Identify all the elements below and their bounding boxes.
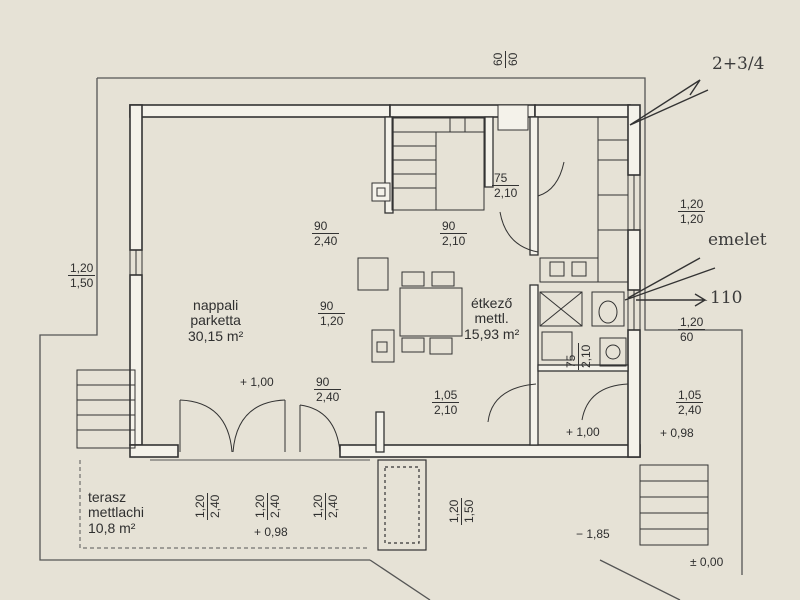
- dim-top: 1,20: [311, 492, 326, 520]
- dim-top: 1,05: [432, 388, 460, 403]
- dim-bottom: 1,50: [462, 499, 476, 523]
- stair-shaft-dim: 60 60: [491, 50, 520, 68]
- east-door-dim: 1,05 2,40: [676, 388, 704, 417]
- front-window-1-dim: 1,20 2,40: [193, 492, 222, 520]
- dim-bottom: 2,40: [316, 390, 340, 404]
- level-garden: − 1,85: [576, 527, 610, 541]
- dim-bottom: 60: [506, 52, 520, 66]
- kitchen-counters: [539, 116, 629, 283]
- bath-window-dim: 1,20 60: [678, 315, 706, 344]
- dim-bottom: 2,10: [442, 234, 466, 248]
- dim-top: 1,20: [193, 492, 208, 520]
- level-terrace: + 0,98: [254, 525, 288, 539]
- dim-top: 90: [318, 300, 346, 314]
- dim-top: 1,05: [676, 388, 704, 403]
- living-room-floor: parketta: [190, 312, 241, 329]
- level-east: + 0,98: [660, 426, 694, 440]
- dining-door-dim: 1,05 2,10: [432, 388, 460, 417]
- dim-top: 1,20: [678, 197, 706, 212]
- front-window-3-dim: 1,20 2,40: [311, 492, 340, 520]
- level-ground: ± 0,00: [690, 555, 724, 569]
- level-entry: + 1,00: [566, 425, 600, 439]
- terrace-label: terasz mettlachi 10,8 m²: [88, 489, 145, 536]
- note-right-mid: emelet: [708, 230, 767, 250]
- dim-top: 1,20: [253, 492, 268, 520]
- living-room-label: nappali parketta 30,15 m²: [188, 297, 244, 344]
- west-steps: [76, 369, 136, 449]
- level-living: + 1,00: [240, 375, 274, 389]
- terrace-area: 10,8 m²: [88, 519, 136, 536]
- living-door-c-dim: 90 2,40: [314, 376, 342, 404]
- dining-room-label: étkező mettl. 15,93 m²: [464, 295, 520, 342]
- dim-bottom: 2,40: [268, 494, 282, 518]
- front-window-2-dim: 1,20 2,40: [253, 492, 282, 520]
- dim-top: 90: [440, 220, 468, 234]
- dim-top: 90: [312, 220, 340, 234]
- bathroom-fixtures: [539, 291, 627, 367]
- dim-bottom: 2,40: [326, 494, 340, 518]
- entry-planter: [377, 459, 427, 551]
- dim-bottom: 2,40: [678, 403, 702, 417]
- bath-door-dim: 75 2,10: [564, 342, 593, 370]
- dim-top: 1,20: [447, 497, 462, 525]
- front-window-4-dim: 1,20 1,50: [447, 497, 476, 525]
- staircase: [371, 104, 529, 211]
- dining-room-floor: mettl.: [474, 310, 509, 327]
- dim-bottom: 1,20: [320, 314, 344, 328]
- dim-bottom: 1,50: [70, 276, 94, 290]
- handwritten-arrows: [624, 79, 716, 307]
- dim-bottom: 1,20: [680, 212, 704, 226]
- terrace-floor: mettlachi: [88, 504, 145, 521]
- dim-bottom: 2,10: [434, 403, 458, 417]
- living-room-area: 30,15 m²: [188, 327, 244, 344]
- dim-bottom: 2,10: [494, 186, 518, 200]
- living-door-a-dim: 90 2,40: [312, 220, 340, 248]
- living-door-b-dim: 90 2,10: [440, 220, 468, 248]
- east-steps: [639, 464, 709, 546]
- dim-top: 1,20: [68, 261, 96, 276]
- dim-bottom: 2,40: [314, 234, 338, 248]
- dining-room-area: 15,93 m²: [464, 325, 520, 342]
- interior-walls: [375, 116, 629, 453]
- living-room-name: nappali: [193, 297, 239, 313]
- dim-top: 90: [314, 376, 342, 390]
- west-window-dim: 1,20 1,50: [68, 261, 96, 290]
- note-right-arrow: 110: [710, 288, 743, 308]
- exterior-walls: [129, 104, 641, 458]
- site-outline: [39, 77, 743, 600]
- kitchen-window-dim: 1,20 1,20: [678, 197, 706, 226]
- kitchen-door-dim: 75 2,10: [492, 172, 520, 200]
- note-top-right: 2+3/4: [712, 54, 765, 74]
- west-window: [129, 249, 143, 276]
- terrace-outline: [79, 460, 370, 549]
- dim-bottom: 2,10: [579, 344, 593, 368]
- dim-top: 75: [492, 172, 520, 186]
- dining-furniture: [357, 257, 463, 363]
- living-mid-dim: 90 1,20: [318, 300, 346, 328]
- dim-top: 75: [564, 342, 579, 370]
- terrace-name: terasz: [88, 489, 127, 505]
- dim-top: 60: [491, 50, 506, 68]
- dining-room-name: étkező: [471, 295, 513, 311]
- dim-top: 1,20: [678, 315, 706, 330]
- door-swings: [179, 161, 629, 453]
- dim-bottom: 2,40: [208, 494, 222, 518]
- dim-bottom: 60: [680, 330, 694, 344]
